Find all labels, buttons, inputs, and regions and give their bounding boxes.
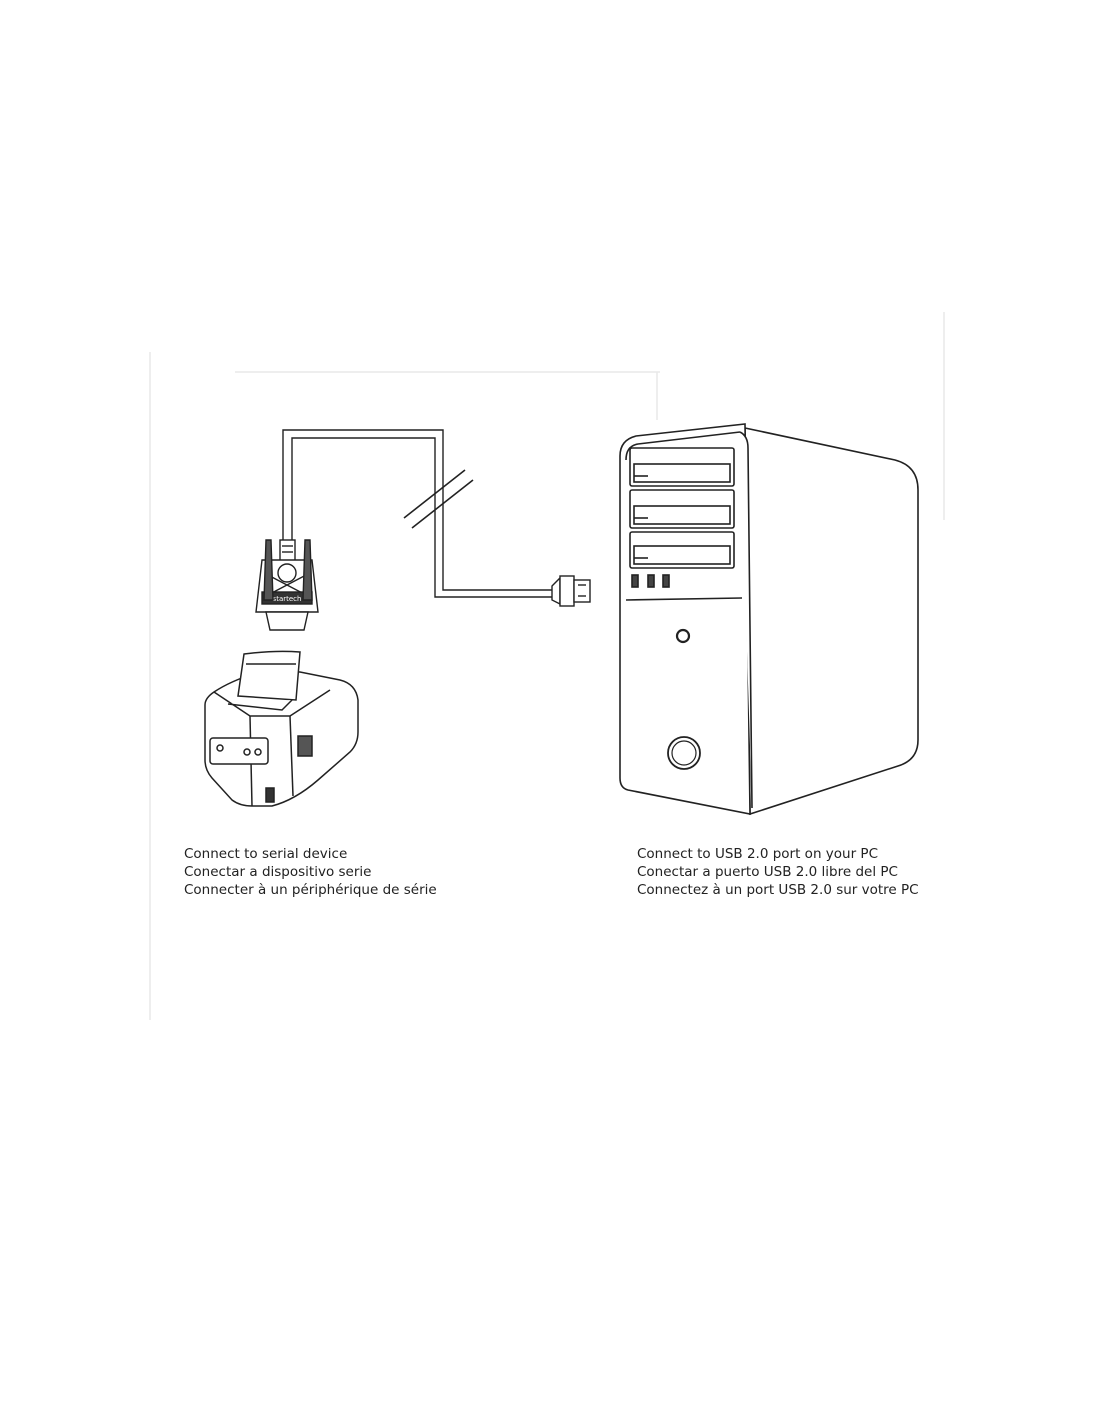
caption-line-en: Connect to serial device [184, 846, 348, 862]
cable-break-icon [403, 469, 474, 529]
figure-frame [149, 312, 945, 1020]
cable [282, 429, 552, 598]
db9-connector-icon: startech [255, 539, 319, 631]
caption-line-en: Connect to USB 2.0 port on your PC [637, 846, 879, 862]
usb-port-caption: Connect to USB 2.0 port on your PC Conec… [637, 845, 919, 899]
serial-device-caption: Connect to serial device Conectar a disp… [184, 845, 437, 899]
adapter-label: startech [273, 595, 302, 603]
caption-line-fr: Connecter à un périphérique de série [184, 882, 437, 898]
drive-bays [629, 447, 735, 569]
front-usb-ports [631, 574, 670, 588]
caption-line-es: Conectar a puerto USB 2.0 libre del PC [637, 864, 898, 880]
pc-tower-icon [619, 423, 919, 816]
caption-line-fr: Connectez à un port USB 2.0 sur votre PC [637, 882, 919, 898]
caption-line-es: Conectar a dispositivo serie [184, 864, 372, 880]
receipt-printer-icon [204, 650, 359, 807]
usb-plug-icon [551, 575, 591, 607]
